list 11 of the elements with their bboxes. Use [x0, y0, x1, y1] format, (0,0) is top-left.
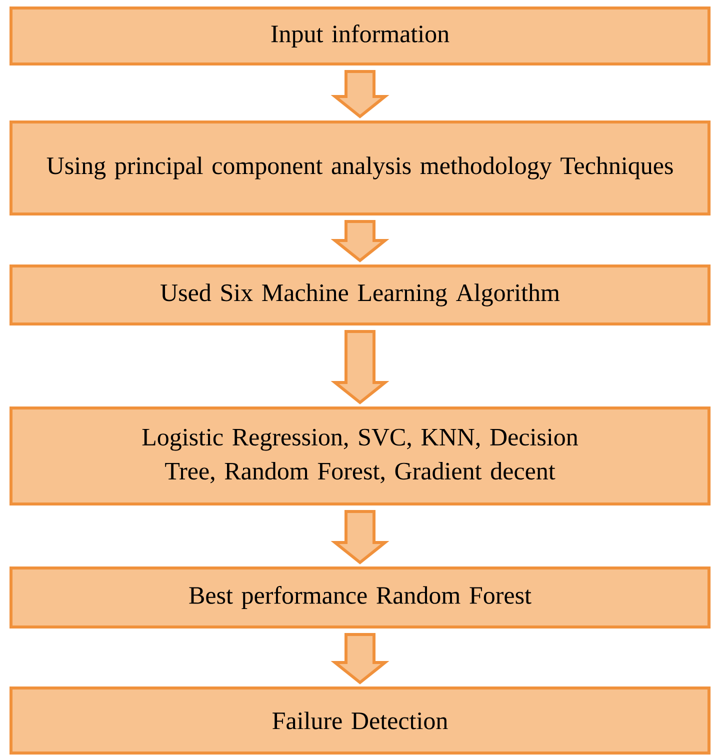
process-box: Failure Detection: [10, 686, 710, 754]
process-box: Logistic Regression, SVC, KNN, Decision Tree, Random Forest, Gradient decent: [10, 406, 710, 506]
block-arrow: [330, 510, 390, 564]
block-arrow: [330, 633, 390, 684]
block-arrow: [330, 220, 390, 262]
process-box: Used Six Machine Learning Algorithm: [10, 264, 710, 326]
process-box: Using principal component analysis methodology Techniques: [10, 120, 710, 216]
block-arrow: [330, 330, 390, 404]
block-arrow: [330, 70, 390, 118]
process-box: Input information: [10, 6, 710, 66]
process-box: Best performance Random Forest: [10, 566, 710, 628]
